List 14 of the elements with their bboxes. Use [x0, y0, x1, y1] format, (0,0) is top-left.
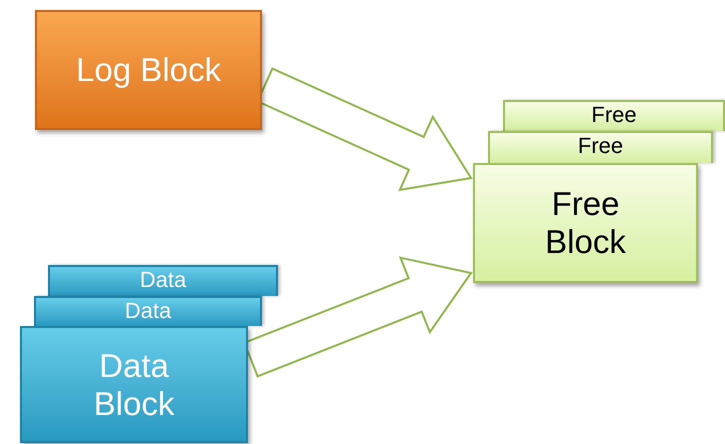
data-block-card: [48, 265, 278, 296]
block-label: Data: [124, 300, 172, 322]
log-block-box: [35, 10, 262, 130]
data-block-card: [20, 326, 248, 443]
free-block-card: [503, 100, 725, 131]
block-label: Free Block: [544, 185, 627, 261]
free-block-card: [488, 131, 713, 163]
block-label: Free: [578, 135, 624, 157]
block-label: Log Block: [76, 51, 221, 89]
block-label: Data Block: [92, 346, 176, 422]
data-block-card: [34, 296, 262, 326]
free-block-card: [473, 163, 698, 283]
block-label: Free: [591, 104, 637, 126]
block-label: Data: [140, 269, 186, 291]
